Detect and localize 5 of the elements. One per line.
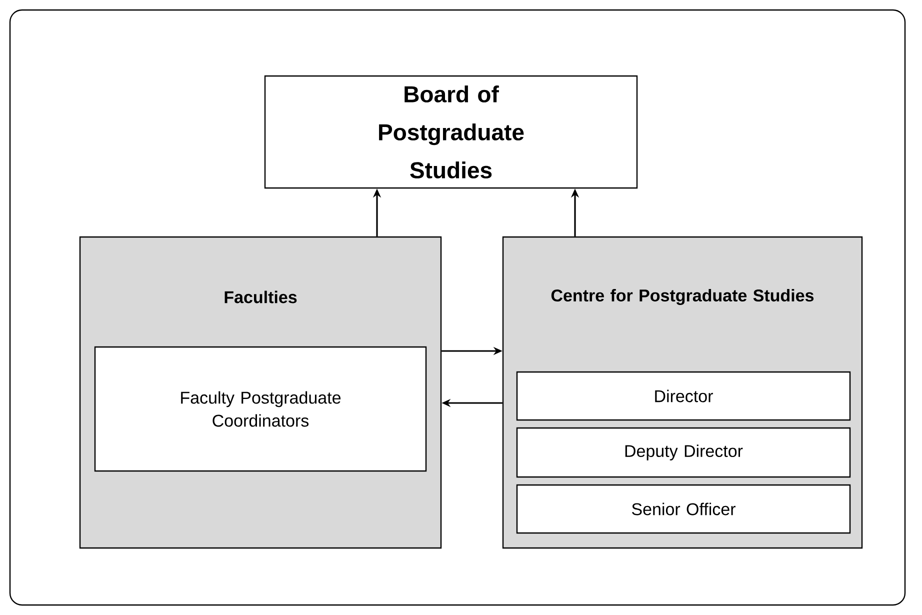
role-box: Faculty Postgraduate Coordinators [94,346,427,472]
role-box: Deputy Director [516,427,851,478]
title-box: Board of Postgraduate Studies [264,75,638,189]
role-box: Director [516,371,851,421]
role-box: Senior Officer [516,484,851,534]
